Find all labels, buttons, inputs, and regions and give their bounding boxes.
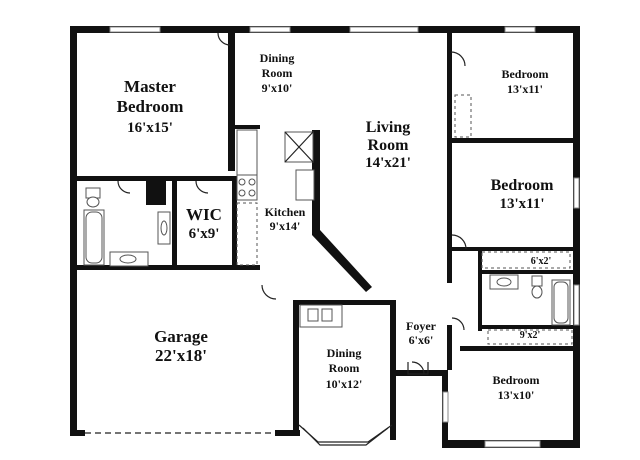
interior-walls — [77, 33, 573, 376]
bedroom-3-size: 13'x10' — [498, 388, 535, 402]
garage-size: 22'x18' — [155, 346, 207, 365]
dining-room-top-name-2: Room — [262, 66, 293, 80]
kitchen-name: Kitchen — [265, 205, 306, 219]
foyer-name: Foyer — [406, 319, 437, 333]
dining-room-top-name-1: Dining — [260, 51, 295, 65]
master-bedroom-name-1: Master — [124, 77, 176, 96]
dining-room-top-size: 9'x10' — [262, 81, 293, 95]
closet-2-size: 9'x2' — [520, 330, 541, 341]
living-room-name-2: Room — [368, 137, 410, 154]
living-room-name-1: Living — [366, 119, 410, 136]
dining-room-bottom-size: 10'x12' — [326, 377, 363, 391]
master-bedroom-size: 16'x15' — [127, 120, 173, 136]
bedroom-2-name: Bedroom — [491, 177, 554, 194]
bedroom-1-name: Bedroom — [501, 67, 548, 81]
windows — [109, 26, 580, 448]
foyer-size: 6'x6' — [409, 333, 434, 347]
doors — [117, 32, 467, 375]
closet-rods — [236, 94, 573, 345]
dining-room-bottom-name-1: Dining — [327, 346, 362, 360]
bedroom-3-name: Bedroom — [492, 373, 539, 387]
bay-window — [298, 424, 393, 446]
bedroom-1-size: 13'x11' — [507, 82, 543, 96]
garage-name: Garage — [154, 327, 208, 346]
bedroom-2-size: 13'x11' — [499, 196, 544, 212]
bath-fixtures — [83, 187, 571, 326]
garage-door — [85, 426, 275, 440]
kitchen-size: 9'x14' — [270, 219, 301, 233]
master-bedroom-name-2: Bedroom — [117, 97, 184, 116]
dining-room-bottom-name-2: Room — [329, 361, 360, 375]
living-room-size: 14'x21' — [365, 155, 411, 171]
room-labels: Master Bedroom 16'x15' Dining Room 9'x10… — [117, 51, 554, 402]
closet-1-size: 6'x2' — [531, 256, 552, 267]
wic-size: 6'x9' — [189, 226, 220, 242]
kitchen-counter — [236, 129, 372, 328]
wic-name: WIC — [186, 205, 222, 224]
